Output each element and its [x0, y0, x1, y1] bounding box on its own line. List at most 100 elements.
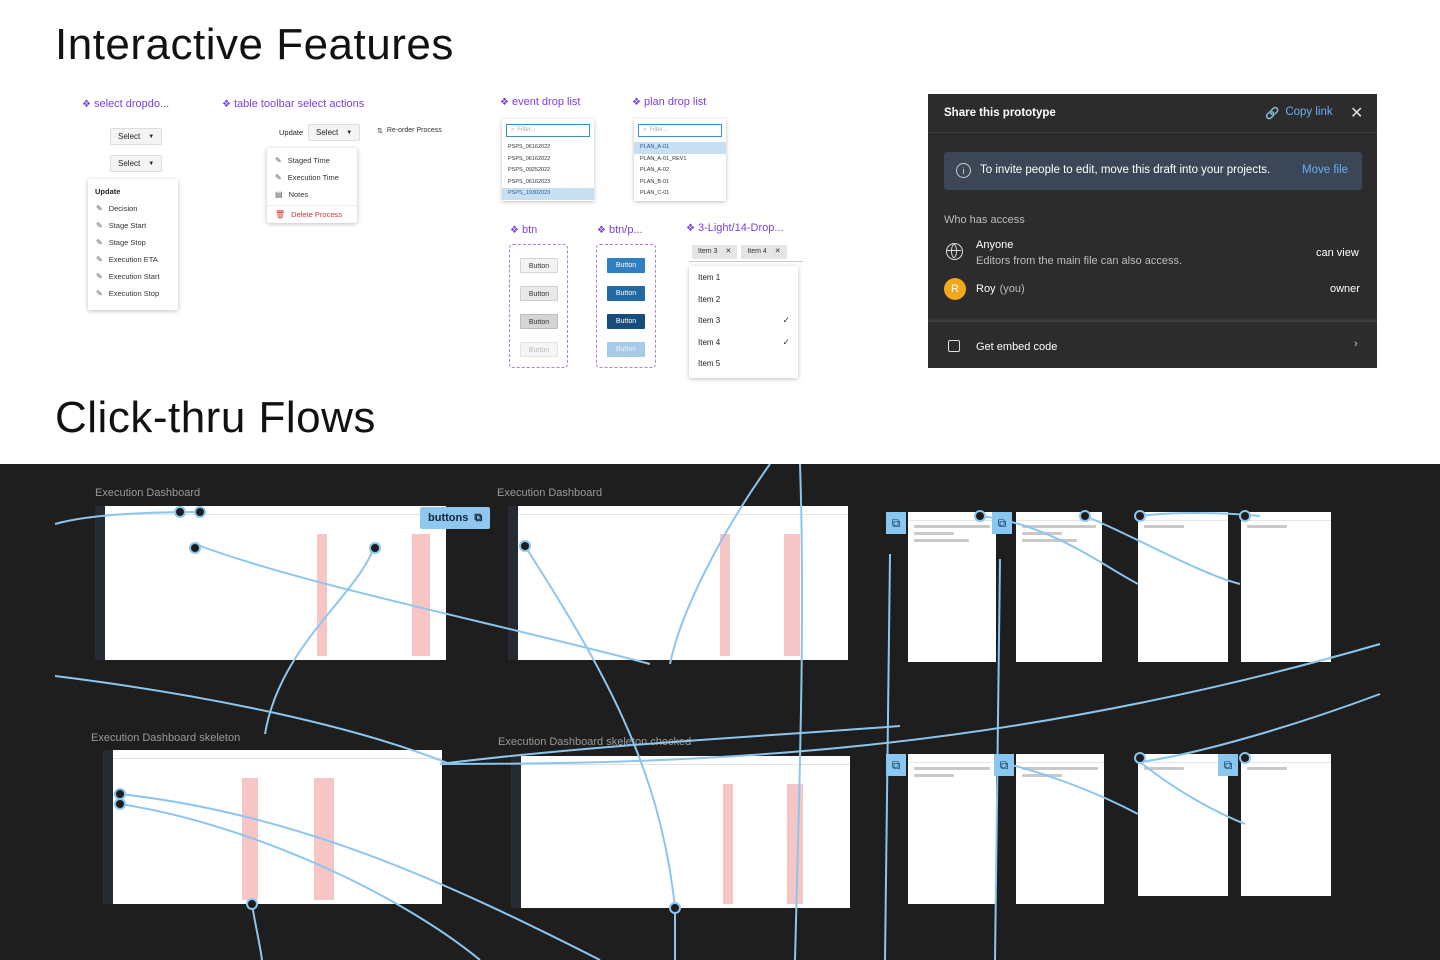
thumbnail-topbar	[103, 750, 442, 759]
multiselect-option[interactable]: Item 4✓	[689, 332, 798, 354]
menu-item[interactable]: ✎Stage Stop	[88, 234, 178, 251]
menu-item[interactable]: ✎Execution ETA	[88, 251, 178, 268]
status-column	[242, 778, 258, 900]
primary-button-default[interactable]: Button	[607, 258, 645, 273]
buttons-flow-badge[interactable]: buttons⧉	[420, 507, 491, 529]
menu-item[interactable]: ▤Notes	[267, 186, 357, 203]
primary-button-hover[interactable]: Button	[607, 286, 645, 301]
multiselect-input[interactable]: Item 3 ✕ Item 4✕	[689, 242, 803, 262]
chip-item-4[interactable]: Item 4✕	[741, 244, 787, 259]
toolbar-select-button[interactable]: Select▼	[308, 124, 361, 141]
flow-line	[524, 545, 676, 909]
menu-item[interactable]: ✎Execution Stop	[88, 285, 178, 302]
search-icon: ⌕	[643, 127, 647, 133]
multiselect-option[interactable]: Item 5	[689, 353, 798, 375]
secondary-button-hover[interactable]: Button	[520, 286, 558, 301]
detail-panel-thumbnail[interactable]	[1138, 512, 1228, 662]
detail-panel-thumbnail[interactable]	[1241, 512, 1331, 662]
dropdown-option[interactable]: PSPS_06162023	[508, 178, 551, 185]
close-icon[interactable]: ✕	[774, 247, 781, 255]
secondary-button-default[interactable]: Button	[520, 258, 558, 273]
toolbar-select-label: Select	[316, 128, 339, 137]
multiselect-option[interactable]: Item 3✓	[689, 310, 798, 332]
menu-item[interactable]: ✎Execution Start	[88, 268, 178, 285]
move-file-link[interactable]: Move file	[1302, 164, 1349, 176]
edit-panel-thumbnail[interactable]	[908, 754, 996, 904]
btn-primary-component-label[interactable]: ❖btn/p...	[597, 224, 643, 236]
dropdown-option[interactable]: PLAN_A-01	[634, 142, 726, 154]
chip-label: Item 3	[698, 247, 718, 255]
divider	[928, 318, 1377, 322]
multiselect-component-label[interactable]: ❖3-Light/14-Drop...	[686, 222, 784, 234]
edit-panel-thumbnail[interactable]	[1016, 512, 1102, 662]
select-dropdown-component-label[interactable]: ❖select dropdo...	[82, 98, 169, 110]
component-icon: ❖	[597, 225, 606, 236]
dropdown-option[interactable]: PSPS_06162022	[508, 144, 551, 150]
event-filter-input[interactable]: ⌕Filter...	[506, 124, 590, 137]
frame-label-execution-dashboard-2[interactable]: Execution Dashboard	[497, 487, 603, 499]
plan-filter-input[interactable]: ⌕Filter...	[638, 124, 722, 137]
select-button-closed[interactable]: Select▼	[110, 128, 163, 145]
menu-item-label: Execution ETA	[108, 255, 158, 264]
dropdown-option[interactable]: PLAN_B-01	[640, 178, 670, 185]
dropdown-option[interactable]: PSPS_09252022	[508, 167, 551, 173]
flow-line	[194, 543, 651, 665]
flow-start-icon[interactable]: ⧉	[992, 512, 1012, 534]
detail-panel-thumbnail[interactable]	[1138, 754, 1228, 896]
select-dropdown-menu: Update ✎Decision✎Stage Start✎Stage Stop✎…	[88, 179, 178, 310]
frame-thumbnail[interactable]	[95, 506, 446, 660]
flow-start-icon[interactable]: ⧉	[886, 512, 906, 534]
chip-item-3[interactable]: Item 3 ✕	[692, 244, 738, 259]
multiselect-option[interactable]: Item 2	[689, 289, 798, 311]
menu-item[interactable]: ✎Staged Time	[267, 152, 357, 169]
primary-button-pressed[interactable]: Button	[607, 314, 645, 329]
flows-canvas[interactable]: Execution Dashboard Execution Dashboard …	[0, 464, 1440, 960]
dropdown-option[interactable]: PLAN_A-02	[640, 167, 670, 173]
hotspot-marker	[369, 542, 381, 554]
thumbnail-sidebar	[103, 750, 113, 904]
placeholder-line	[1022, 539, 1077, 542]
frame-label-skeleton[interactable]: Execution Dashboard skeleton	[91, 732, 241, 744]
flow-start-icon[interactable]: ⧉	[1218, 754, 1238, 776]
placeholder-line	[1022, 774, 1062, 777]
dropdown-option[interactable]: PLAN_C-01	[640, 190, 670, 196]
secondary-button-pressed[interactable]: Button	[520, 314, 558, 329]
menu-item[interactable]: ✎Execution Time	[267, 169, 357, 186]
close-icon[interactable]: ✕	[725, 247, 732, 255]
primary-button-disabled: Button	[607, 342, 645, 357]
table-toolbar-component-label[interactable]: ❖table toolbar select actions	[222, 98, 364, 110]
frame-thumbnail[interactable]	[511, 756, 850, 908]
menu-item-label: Execution Stop	[108, 289, 160, 298]
select-button-open[interactable]: Select▼	[110, 155, 163, 172]
menu-item-delete-process[interactable]: 🗑Delete Process	[267, 206, 357, 223]
menu-item[interactable]: ✎Decision	[88, 200, 178, 217]
flow-start-icon[interactable]: ⧉	[886, 754, 906, 776]
filter-placeholder: Filter...	[649, 127, 668, 133]
divider	[928, 132, 1377, 133]
hotspot-marker	[1134, 510, 1146, 522]
toolbar-actions-menu: ✎Staged Time✎Execution Time▤Notes 🗑Delet…	[267, 148, 357, 223]
get-embed-code-row[interactable]: Get embed code ›	[928, 324, 1377, 368]
option-label: Item 4	[698, 337, 721, 347]
hotspot-marker	[1239, 510, 1251, 522]
dropdown-option[interactable]: PSPS_06162022	[508, 155, 551, 162]
menu-item[interactable]: ✎Stage Start	[88, 217, 178, 234]
anyone-role[interactable]: can view	[1316, 247, 1359, 259]
panel-header	[1016, 754, 1104, 763]
frame-label-execution-dashboard[interactable]: Execution Dashboard	[95, 487, 201, 499]
reorder-process-button[interactable]: ⇅Re-order Process	[377, 127, 442, 135]
menu-item-label: Execution Time	[287, 173, 339, 182]
dropdown-option[interactable]: PSPS_10302023	[502, 188, 594, 200]
event-drop-list-component-label[interactable]: ❖event drop list	[500, 96, 580, 108]
multiselect-option[interactable]: Item 1	[689, 267, 798, 289]
edit-panel-thumbnail[interactable]	[908, 512, 996, 662]
btn-component-label[interactable]: ❖btn	[510, 224, 537, 236]
dropdown-option[interactable]: PLAN_A-01_REV1	[640, 155, 687, 162]
flow-start-icon[interactable]: ⧉	[994, 754, 1014, 776]
plan-drop-list-component-label[interactable]: ❖plan drop list	[632, 96, 706, 108]
close-icon[interactable]: ✕	[1350, 105, 1364, 122]
copy-link-button[interactable]: 🔗Copy link	[1265, 106, 1333, 120]
buttons-badge-label: buttons	[428, 512, 469, 524]
detail-panel-thumbnail[interactable]	[1241, 754, 1331, 896]
component-icon: ❖	[82, 99, 91, 110]
